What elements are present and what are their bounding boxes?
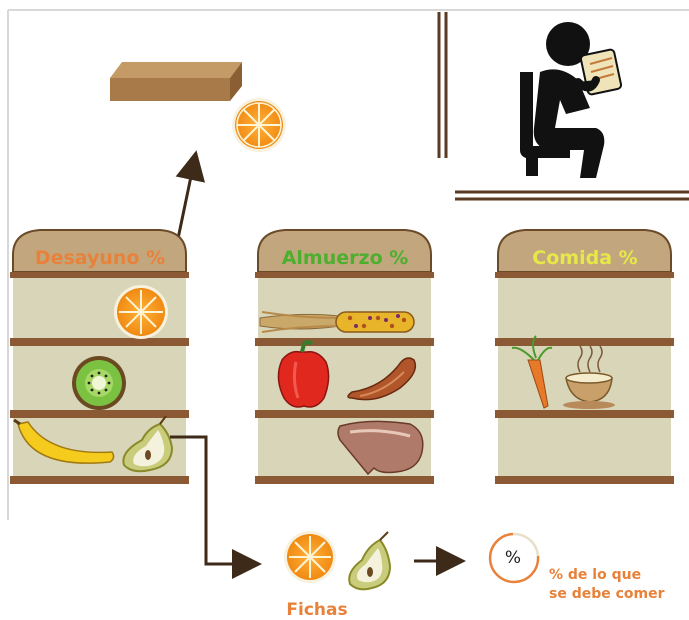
percent-description-line2: se debe comer — [549, 586, 665, 602]
shelf-title-desayuno: Desayuno % — [35, 247, 165, 269]
shelf-title-almuerzo: Almuerzo % — [282, 247, 409, 269]
pear-half-icon — [349, 532, 390, 589]
percent-description-line1: % de lo que — [549, 567, 641, 583]
person-reading-icon — [520, 22, 622, 178]
orange-slice-icon — [114, 285, 168, 339]
percent-circle-icon: % — [490, 534, 538, 582]
shelf-title-comida: Comida % — [532, 247, 637, 269]
orange-slice-icon — [284, 531, 336, 583]
percent-symbol: % — [505, 548, 521, 568]
orange-slice-icon — [232, 98, 286, 152]
wood-block-icon — [110, 62, 242, 101]
fichas-label: Fichas — [286, 600, 347, 620]
kiwi-slice-icon — [72, 356, 126, 410]
